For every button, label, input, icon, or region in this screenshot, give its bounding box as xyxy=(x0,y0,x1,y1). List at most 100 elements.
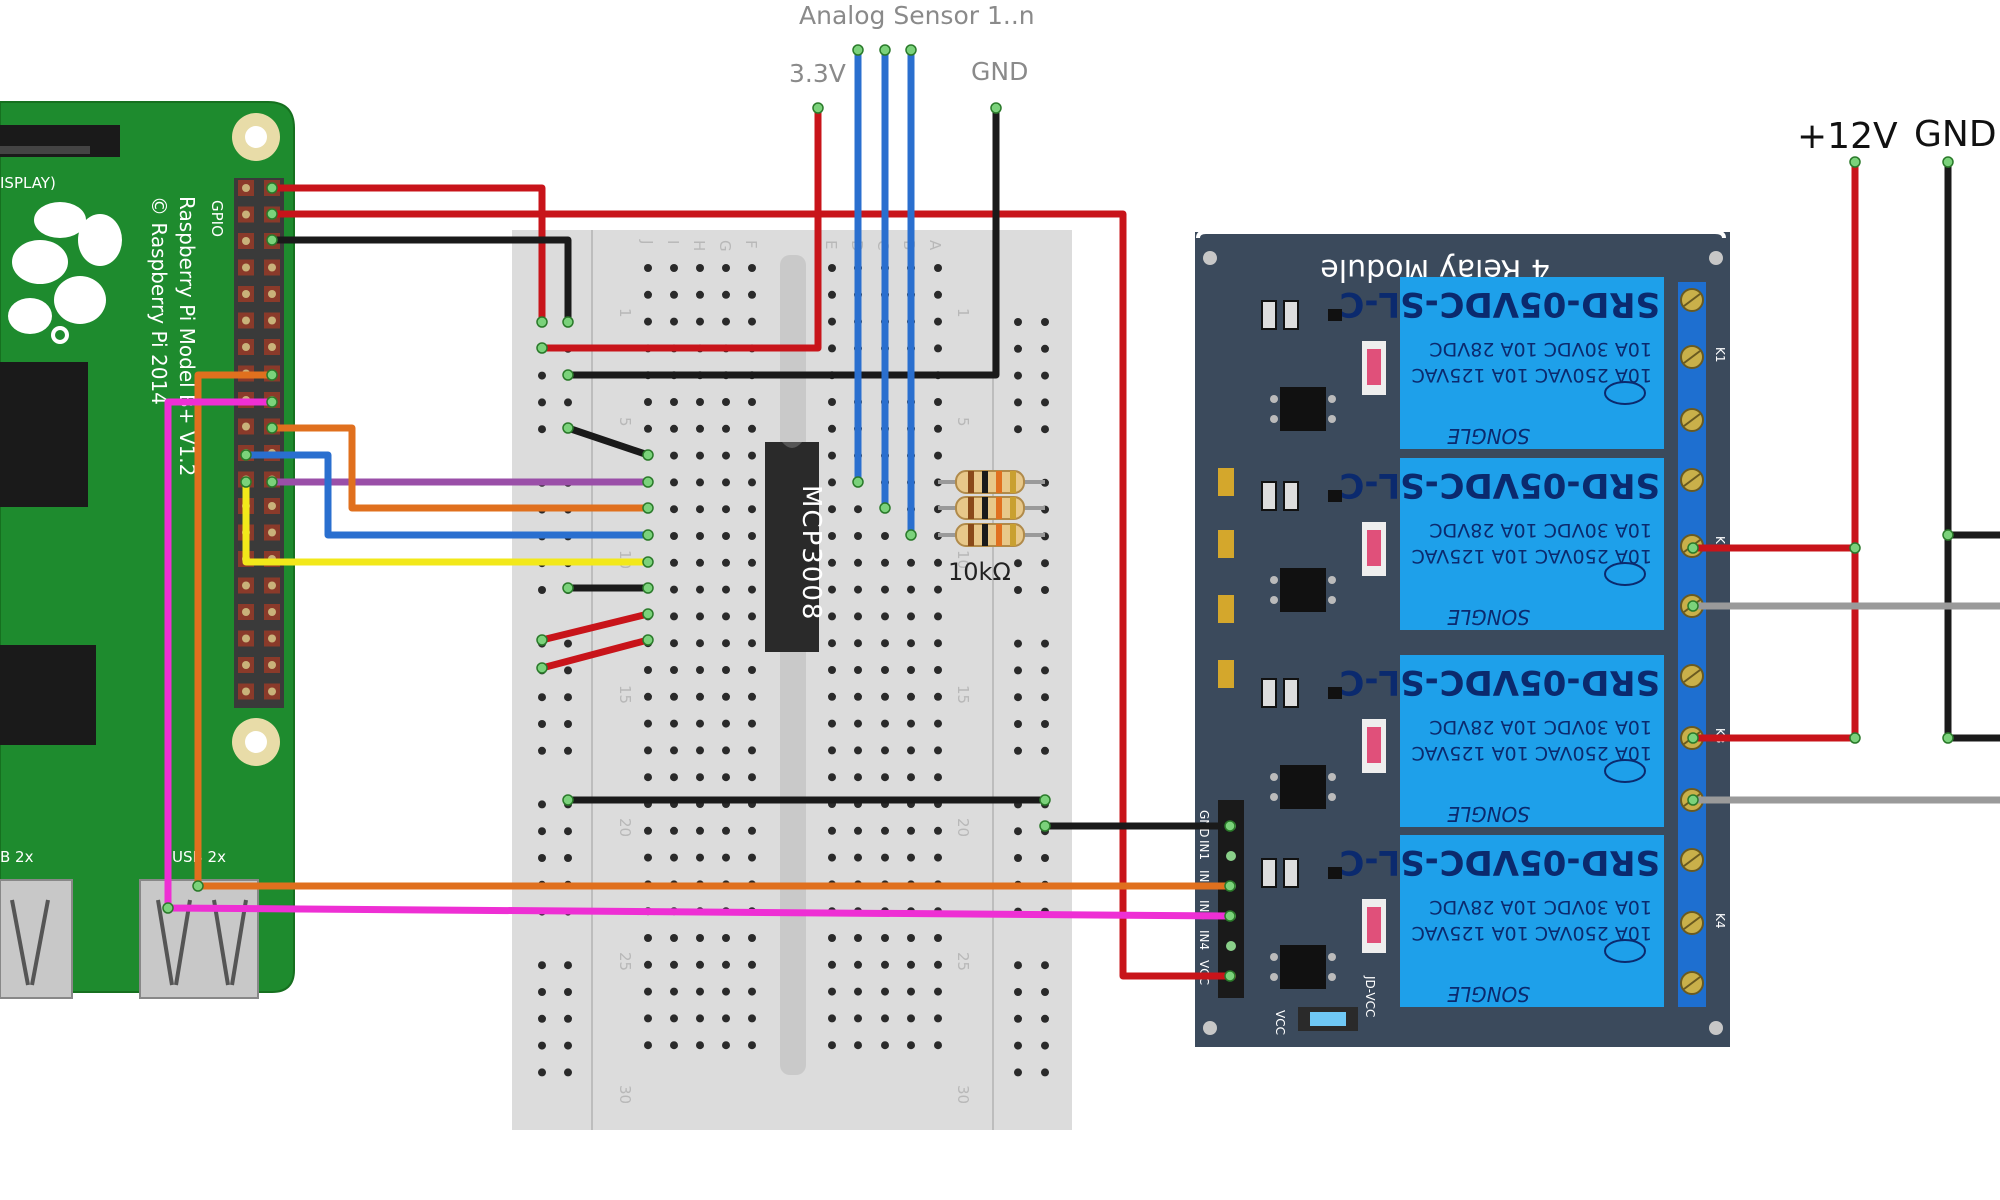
relay-brand-label: SONGLE xyxy=(1447,982,1530,1006)
chip-label: MCP3008 xyxy=(796,485,826,621)
relay-input-header xyxy=(1218,800,1244,998)
usb-left-label: B 2x xyxy=(0,848,34,866)
breadboard-letter: H xyxy=(690,240,708,251)
jumper-label-jdvcc: JD-VCC xyxy=(1363,975,1377,1017)
relay-spec-line-2: 10A 30VDC 10A 28VDC xyxy=(1429,716,1652,738)
relay-spec-line-1: 10A 250VAC 10A 125VAC xyxy=(1412,742,1652,764)
breadboard-letter: I xyxy=(664,240,682,244)
relay-spec-line-2: 10A 30VDC 10A 28VDC xyxy=(1429,338,1652,360)
breadboard-number: 5 xyxy=(616,417,634,427)
breadboard-number: 15 xyxy=(616,685,634,704)
relay-model-label: SRD-05VDC-SL-C xyxy=(1339,842,1660,882)
relay-model-label: SRD-05VDC-SL-C xyxy=(1339,465,1660,505)
breadboard-number: 10 xyxy=(954,550,972,569)
breadboard-number: 20 xyxy=(616,818,634,837)
usb-port-left xyxy=(0,879,73,999)
cqc-mark-icon xyxy=(1604,381,1646,405)
cqc-mark-icon xyxy=(1604,759,1646,783)
relay-spec-line-2: 10A 30VDC 10A 28VDC xyxy=(1429,896,1652,918)
relay-brand-label: SONGLE xyxy=(1447,605,1530,629)
wire-sensor-3v3 xyxy=(538,104,822,352)
display-label: ISPLAY) xyxy=(0,174,56,192)
wire-5v-relay-vcc xyxy=(268,210,1234,980)
pi-copyright-label: © Raspberry Pi 2014 xyxy=(147,196,171,405)
gpio-label: GPIO xyxy=(208,200,226,237)
resistors: 10kΩ xyxy=(938,470,1045,586)
relay-unit: SRD-05VDC-SL-C 10A 250VAC 10A 125VAC 10A 3… xyxy=(1261,835,1664,1007)
breadboard-number: 1 xyxy=(616,308,634,318)
cqc-mark-icon xyxy=(1604,939,1646,963)
breadboard-letter: F xyxy=(742,240,760,249)
relay-unit: SRD-05VDC-SL-C 10A 250VAC 10A 125VAC 10A 3… xyxy=(1261,655,1664,827)
breadboard-number: 25 xyxy=(616,952,634,971)
breadboard-number: 20 xyxy=(954,818,972,837)
wire-relay-in2 xyxy=(164,398,1234,920)
optocoupler xyxy=(1280,568,1326,612)
optocoupler xyxy=(1280,765,1326,809)
wire-gnd-power xyxy=(1944,158,2000,742)
wires xyxy=(164,46,2000,980)
relay-unit: SRD-05VDC-SL-C 10A 250VAC 10A 125VAC 10A 3… xyxy=(1261,458,1664,630)
breadboard-letter: E xyxy=(822,240,840,249)
header-pin-label: IN4 xyxy=(1197,930,1211,950)
raspberry-pi-board: ISPLAY) GPIO Raspberry Pi Model B+ V1.2 … xyxy=(0,101,295,999)
wire-endpoints xyxy=(162,44,1954,982)
wire-spi-orange xyxy=(268,424,652,512)
jumper-label-vcc: VCC xyxy=(1273,1010,1287,1035)
relay-brand-label: SONGLE xyxy=(1447,802,1530,826)
wire-spi-yellow xyxy=(242,478,652,566)
usb-port-right xyxy=(139,879,259,999)
cqc-mark-icon xyxy=(1604,562,1646,586)
terminal-label: K4 xyxy=(1713,913,1727,929)
power-12v-label: +12V xyxy=(1797,116,1898,157)
sensor-3v3-label: 3.3V xyxy=(789,59,846,88)
resistor-10k xyxy=(938,496,1045,520)
breadboard-number: 5 xyxy=(954,417,972,427)
breadboard-number: 15 xyxy=(954,685,972,704)
pi-soc-chip xyxy=(0,362,88,507)
relay-terminal-block xyxy=(1678,282,1706,1007)
relay-units: SRD-05VDC-SL-C 10A 250VAC 10A 125VAC 10A 3… xyxy=(1261,277,1664,1007)
breadboard-letter: J xyxy=(638,239,656,244)
breadboard-letter: G xyxy=(716,240,734,252)
breadboard-letter: A xyxy=(926,240,944,251)
mcp3008-chip: MCP3008 xyxy=(765,442,826,652)
header-pin-label: IN1 xyxy=(1197,840,1211,860)
relay-spec-line-2: 10A 30VDC 10A 28VDC xyxy=(1429,519,1652,541)
relay-spec-line-1: 10A 250VAC 10A 125VAC xyxy=(1412,922,1652,944)
wire-5v-breadboard xyxy=(268,184,546,326)
sensor-gnd-label: GND xyxy=(971,57,1028,86)
pi-usb-chip xyxy=(0,645,96,745)
breadboard-number: 30 xyxy=(954,1085,972,1104)
resistor-label: 10kΩ xyxy=(948,558,1011,586)
power-gnd-label: GND xyxy=(1914,114,1997,155)
header-pin xyxy=(1226,941,1236,951)
wire-gnd-breadboard xyxy=(268,236,572,326)
raspberry-logo-icon xyxy=(8,202,122,344)
breadboard-number: 25 xyxy=(954,952,972,971)
analog-sensor-label: Analog Sensor 1..n xyxy=(799,1,1035,30)
optocoupler xyxy=(1280,945,1326,989)
header-pin-label: VCC xyxy=(1197,960,1211,985)
wire-relay-in1 xyxy=(194,371,1234,890)
resistor-10k xyxy=(938,470,1045,494)
breadboard-number: 1 xyxy=(954,308,972,318)
header-pin xyxy=(1226,851,1236,861)
relay-model-label: SRD-05VDC-SL-C xyxy=(1339,662,1660,702)
wire-sensor-gnd xyxy=(564,104,1000,379)
gpio-header xyxy=(234,178,284,708)
relay-spec-line-1: 10A 250VAC 10A 125VAC xyxy=(1412,545,1652,567)
breadboard-number: 30 xyxy=(616,1085,634,1104)
wire-spi-blue xyxy=(242,451,652,539)
resistor-10k xyxy=(938,523,1045,547)
relay-brand-label: SONGLE xyxy=(1447,424,1530,448)
optocoupler xyxy=(1280,387,1326,431)
relay-model-label: SRD-05VDC-SL-C xyxy=(1339,284,1660,324)
terminal-label: K1 xyxy=(1713,347,1727,363)
